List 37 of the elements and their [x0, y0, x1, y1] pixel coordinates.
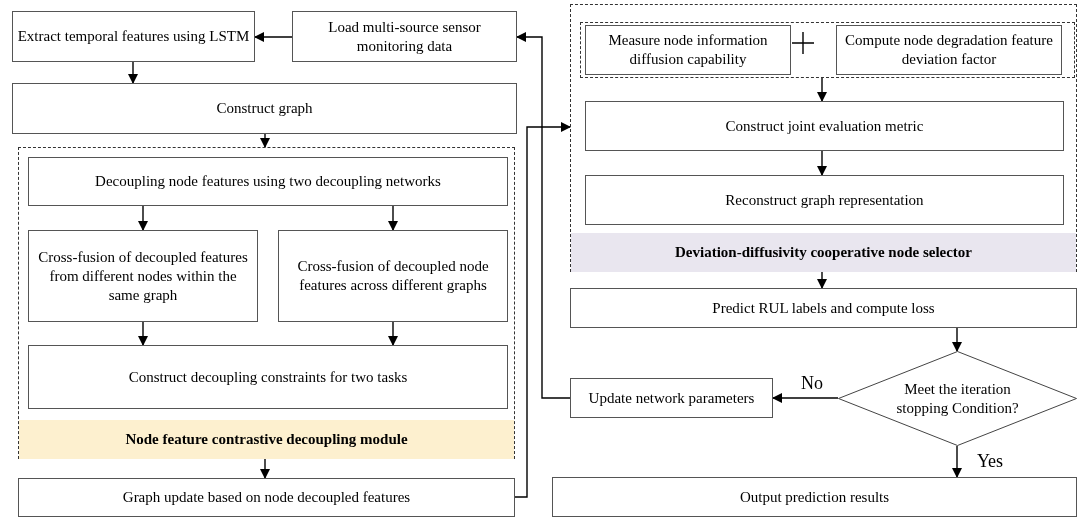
arrow — [388, 205, 398, 231]
process-box: Construct decoupling constraints for two tasks — [28, 345, 508, 409]
process-box: Predict RUL labels and compute loss — [570, 288, 1077, 328]
dashed-module-frame — [18, 147, 515, 459]
arrow — [128, 61, 138, 84]
arrow — [516, 32, 571, 399]
arrow — [254, 32, 293, 42]
process-box: Update network parameters — [570, 378, 773, 418]
arrow — [817, 150, 827, 176]
arrow — [817, 271, 827, 289]
process-box: Compute node degradation feature deviation factor — [836, 25, 1062, 75]
arrow — [817, 77, 827, 102]
arrow — [514, 122, 571, 498]
process-box: Cross-fusion of decoupled node features across different graphs — [278, 230, 508, 322]
arrow — [138, 205, 148, 231]
module-title: Node feature contrastive decoupling module — [19, 420, 514, 459]
dashed-module-frame — [570, 4, 1077, 272]
process-box: Construct joint evaluation metric — [585, 101, 1064, 151]
process-box: Graph update based on node decoupled features — [18, 478, 515, 517]
process-box: Load multi-source sensor monitoring data — [292, 11, 517, 62]
arrow — [952, 327, 962, 352]
process-box: Construct graph — [12, 83, 517, 134]
arrow — [138, 321, 148, 346]
dashed-group-frame — [580, 22, 1075, 78]
process-box: Decoupling node features using two decoupling networks — [28, 157, 508, 206]
process-box: Reconstruct graph representation — [585, 175, 1064, 225]
decision-text: Meet the iteration stopping Condition? — [895, 379, 1020, 418]
process-box: Cross-fusion of decoupled features from different nodes within the same graph — [28, 230, 258, 322]
arrow — [388, 321, 398, 346]
process-box: Output prediction results — [552, 477, 1077, 517]
arrow — [772, 393, 839, 403]
process-box: Measure node information diffusion capability — [585, 25, 791, 75]
arrow — [952, 445, 962, 478]
arrow — [260, 133, 270, 148]
process-box: Extract temporal features using LSTM — [12, 11, 255, 62]
module-title: Deviation-diffusivity cooperative node selector — [571, 233, 1076, 272]
arrow — [260, 458, 270, 479]
